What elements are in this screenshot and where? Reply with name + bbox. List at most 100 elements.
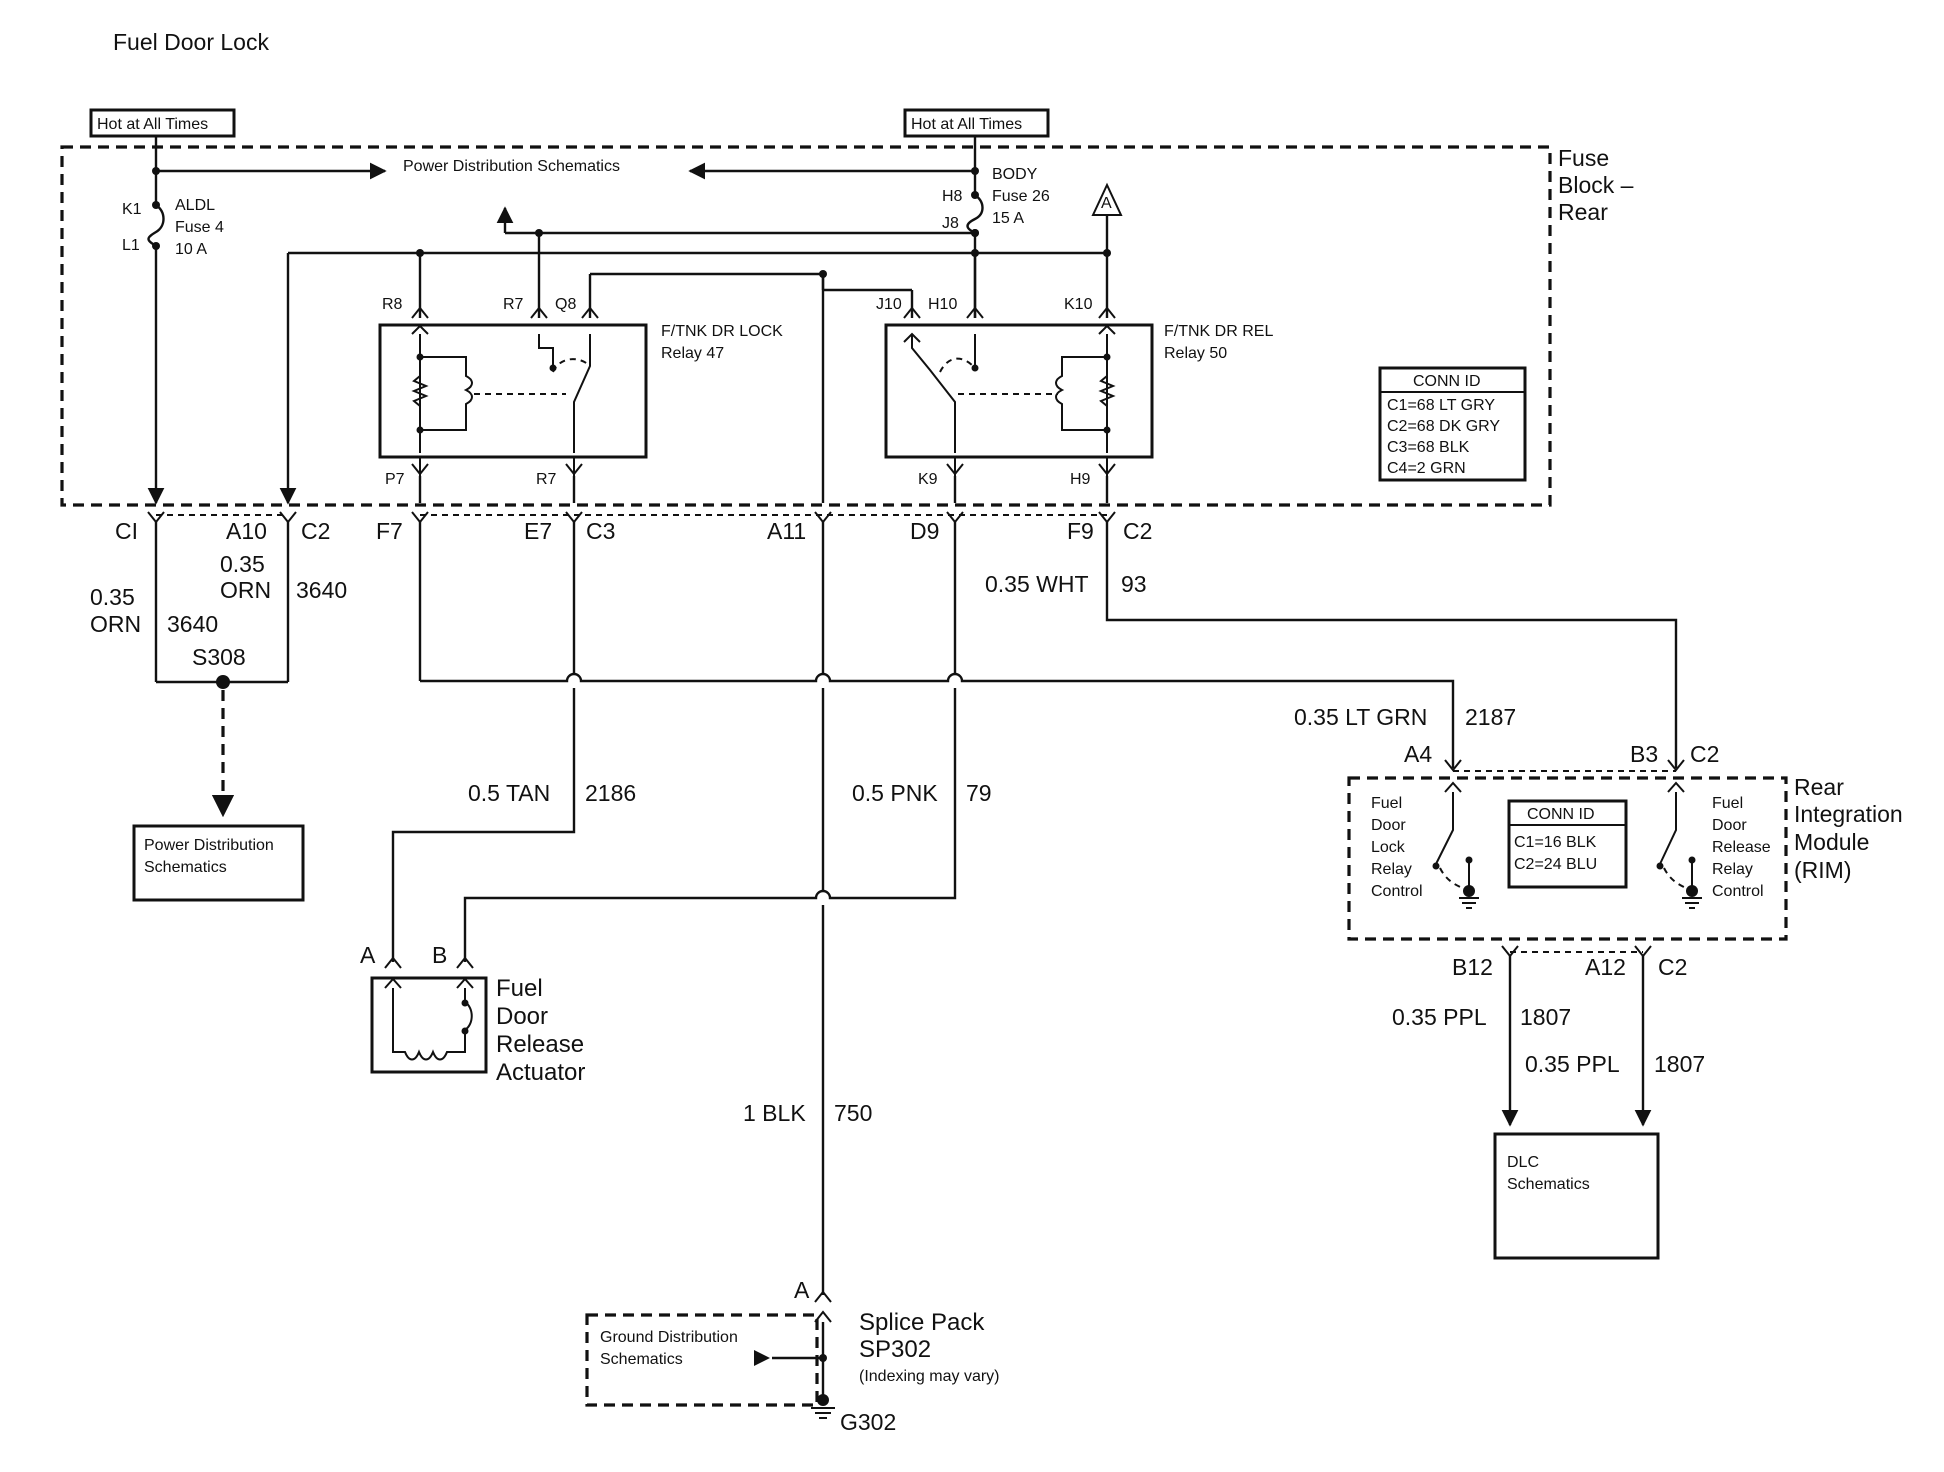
dlc-line2: Schematics bbox=[1507, 1176, 1590, 1193]
relay-fuel-door-lock: R8 R7 Q8 P7 R7 F/TNK DR LOCK Relay 47 bbox=[378, 233, 783, 488]
rim-release-label: Control bbox=[1712, 883, 1764, 900]
power-distribution-feed: Power Distribution Schematics bbox=[156, 158, 975, 180]
rim-pin-c2-top: C2 bbox=[1690, 741, 1719, 767]
fuel-door-release-actuator: A B Fuel Door Release Actuator bbox=[360, 942, 585, 1086]
relay-release-pin-h9: H9 bbox=[1070, 471, 1091, 488]
ppl-left-label: 0.35 PPL bbox=[1392, 1004, 1487, 1030]
pin-f7: F7 bbox=[376, 518, 403, 544]
rim-pin-b12: B12 bbox=[1452, 954, 1493, 980]
rim-pin-a4: A4 bbox=[1404, 741, 1432, 767]
relay-fuel-door-release: J10 H10 K10 K9 H9 F/TNK DR REL Relay 50 bbox=[821, 253, 1273, 488]
pin-c2-left: C2 bbox=[301, 518, 330, 544]
ppl-right-label: 0.35 PPL bbox=[1525, 1051, 1620, 1077]
relay-release-pin-k9: K9 bbox=[918, 471, 938, 488]
splice-pack-id: SP302 bbox=[859, 1336, 931, 1363]
rim-release-label: Fuel bbox=[1712, 795, 1743, 812]
dlc-box: DLC Schematics bbox=[1493, 1132, 1660, 1260]
rim-conn-id-row: C1=16 BLK bbox=[1514, 834, 1597, 851]
splice-pack-pin-a: A bbox=[794, 1277, 810, 1303]
fuse-aldl-number: Fuse 4 bbox=[175, 219, 224, 236]
relay-release-number: Relay 50 bbox=[1164, 345, 1227, 362]
fuse-block-conn-id: CONN ID C1=68 LT GRY C2=68 DK GRY C3=68 … bbox=[1378, 366, 1527, 482]
rim-name-3: Module bbox=[1794, 829, 1869, 855]
blk-label: 1 BLK bbox=[743, 1100, 806, 1126]
tan-label: 0.5 TAN bbox=[468, 780, 550, 806]
wht-label: 0.35 WHT bbox=[985, 571, 1089, 597]
power-distribution-label: Power Distribution Schematics bbox=[403, 158, 620, 175]
relay-release-pin-k10: K10 bbox=[1064, 296, 1093, 313]
rim-name-1: Rear bbox=[1794, 774, 1844, 800]
power-distribution-box-line2: Schematics bbox=[144, 859, 227, 876]
relay-lock-pin-p7: P7 bbox=[385, 471, 405, 488]
fuse-block-arrow-label: A bbox=[1101, 195, 1112, 212]
relay-lock-pin-r8: R8 bbox=[382, 296, 403, 313]
fuse-body-number: Fuse 26 bbox=[992, 188, 1050, 205]
pin-f9: F9 bbox=[1067, 518, 1094, 544]
ground-distribution-line2: Schematics bbox=[600, 1351, 683, 1368]
fuse-block-conn-id-row: C2=68 DK GRY bbox=[1387, 418, 1500, 435]
rim-lock-label: Door bbox=[1371, 817, 1406, 834]
orn-right-circuit: 3640 bbox=[296, 577, 347, 603]
lt-grn-circuit: 2187 bbox=[1465, 704, 1516, 730]
fuse-aldl-pin-top: K1 bbox=[122, 201, 142, 218]
relay-lock-pin-r7-bottom: R7 bbox=[536, 471, 557, 488]
ground-g302: G302 bbox=[840, 1409, 896, 1435]
actuator-name-2: Door bbox=[496, 1003, 548, 1030]
wht-circuit: 93 bbox=[1121, 571, 1147, 597]
rim-lock-label: Control bbox=[1371, 883, 1423, 900]
power-distribution-box-line1: Power Distribution bbox=[144, 837, 274, 854]
wire-pnk-79: 0.5 PNK 79 bbox=[463, 522, 992, 962]
splice-pack-name: Splice Pack bbox=[859, 1309, 985, 1336]
fuse-block-buses: A bbox=[279, 182, 1123, 505]
wire-wht-93: 0.35 WHT 93 bbox=[985, 522, 1685, 772]
orn-left-gauge: 0.35 bbox=[90, 584, 135, 610]
rim-name-2: Integration bbox=[1794, 801, 1903, 827]
relay-release-pin-j10: J10 bbox=[876, 296, 902, 313]
tan-circuit: 2186 bbox=[585, 780, 636, 806]
hot-source-left-label: Hot at All Times bbox=[97, 116, 208, 133]
relay-lock-number: Relay 47 bbox=[661, 345, 724, 362]
orn-right-gauge: 0.35 bbox=[220, 551, 265, 577]
relay-release-pin-h10: H10 bbox=[928, 296, 957, 313]
pin-d9: D9 bbox=[910, 518, 939, 544]
ppl-right-circuit: 1807 bbox=[1654, 1051, 1705, 1077]
fuse-aldl: K1 L1 ALDL Fuse 4 10 A bbox=[122, 136, 224, 505]
relay-lock-pin-q8: Q8 bbox=[555, 296, 576, 313]
pin-a10: A10 bbox=[226, 518, 267, 544]
rim-conn-id-title: CONN ID bbox=[1527, 806, 1595, 823]
pin-c3: C3 bbox=[586, 518, 615, 544]
pin-c2-right: C2 bbox=[1123, 518, 1152, 544]
relay-lock-name: F/TNK DR LOCK bbox=[661, 323, 783, 340]
splice-s308: S308 bbox=[192, 644, 246, 670]
fuse-block-wire-drops bbox=[418, 274, 1109, 503]
rim-release-label: Door bbox=[1712, 817, 1747, 834]
hot-source-right-label: Hot at All Times bbox=[911, 116, 1022, 133]
wire-ppl-1807: 0.35 PPL 1807 0.35 PPL 1807 bbox=[1392, 956, 1705, 1127]
splice-pack-sp302: A Ground Distribution Schematics Splice … bbox=[585, 1277, 1000, 1435]
pin-a11: A11 bbox=[767, 518, 806, 544]
rim-pin-b3: B3 bbox=[1630, 741, 1658, 767]
fuse-block-name-2: Block – bbox=[1558, 172, 1634, 198]
ppl-left-circuit: 1807 bbox=[1520, 1004, 1571, 1030]
fuse-body: H8 J8 BODY Fuse 26 15 A bbox=[942, 136, 1050, 318]
orn-left-circuit: 3640 bbox=[167, 611, 218, 637]
fuse-block-conn-id-row: C3=68 BLK bbox=[1387, 439, 1470, 456]
rim-conn-id-row: C2=24 BLU bbox=[1514, 856, 1597, 873]
actuator-pin-b: B bbox=[432, 942, 447, 968]
orn-right-color: ORN bbox=[220, 577, 271, 603]
wire-tan-2186: 0.5 TAN 2186 bbox=[391, 522, 636, 962]
fuse-aldl-pin-bottom: L1 bbox=[122, 237, 140, 254]
fuse-body-pin-bottom: J8 bbox=[942, 215, 959, 232]
fuse-block-rear: Fuse Block – Rear bbox=[60, 145, 1634, 507]
power-distribution-box: Power Distribution Schematics bbox=[132, 824, 305, 902]
diagram-title: Fuel Door Lock bbox=[113, 29, 269, 55]
wire-lt-grn-2187: 0.35 LT GRN 2187 bbox=[418, 522, 1516, 772]
pin-c1: CI bbox=[115, 518, 138, 544]
fuse-block-name-3: Rear bbox=[1558, 199, 1608, 225]
fuse-body-name: BODY bbox=[992, 166, 1038, 183]
ground-distribution-line1: Ground Distribution bbox=[600, 1329, 738, 1346]
rim-release-label: Release bbox=[1712, 839, 1771, 856]
fuse-block-connectors: CI A10 C2 F7 E7 C3 A11 D9 F9 C2 bbox=[115, 511, 1152, 544]
pin-e7: E7 bbox=[524, 518, 552, 544]
fuse-block-conn-id-row: C1=68 LT GRY bbox=[1387, 397, 1495, 414]
